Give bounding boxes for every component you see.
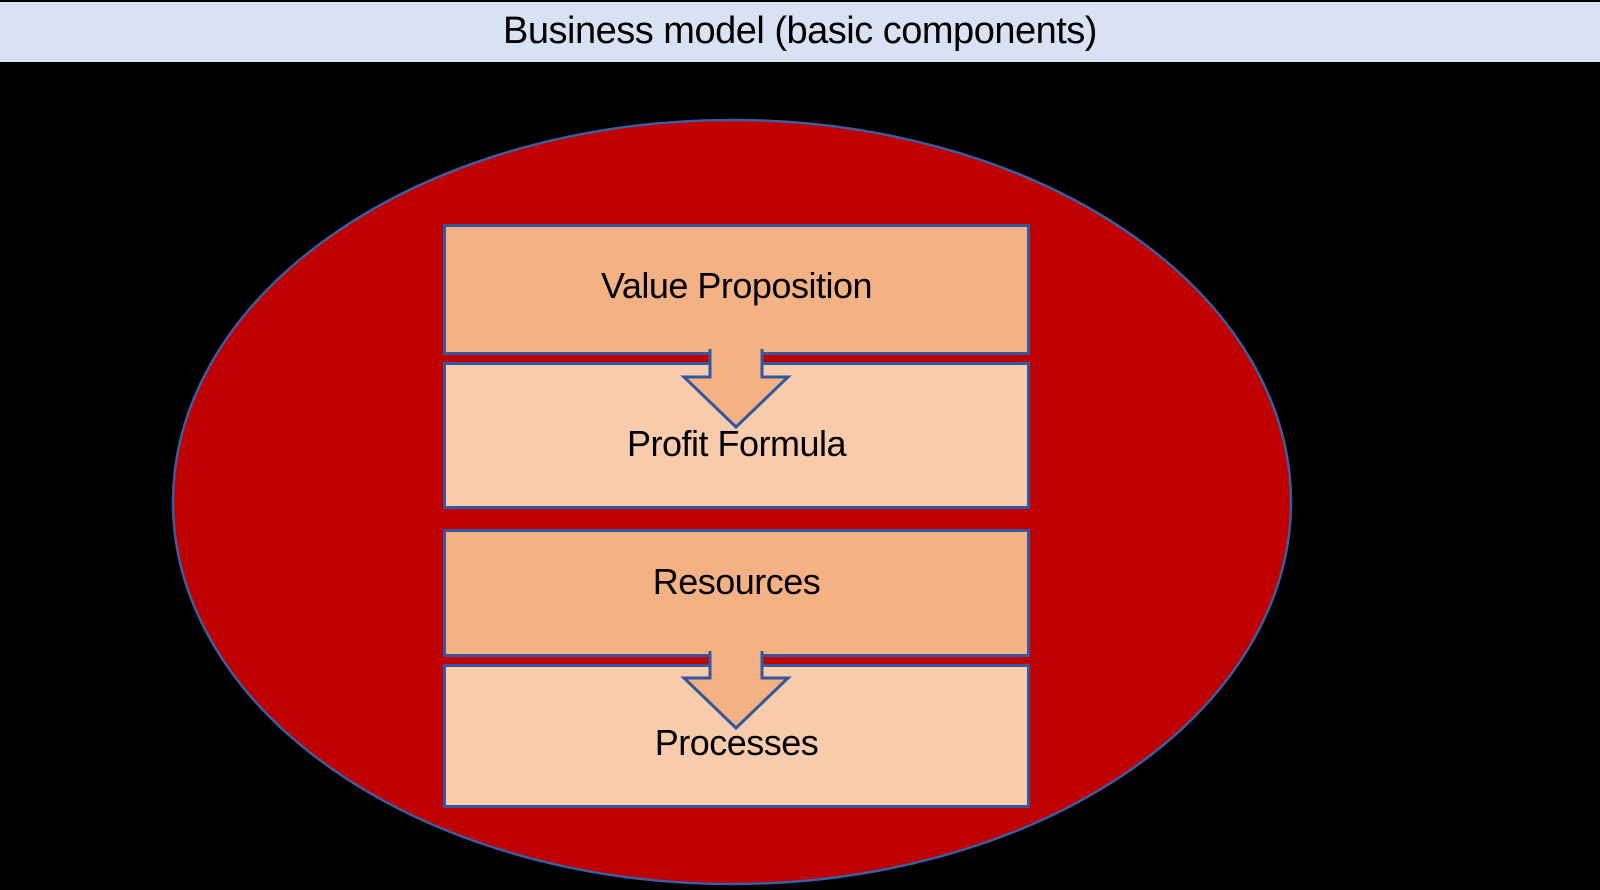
- shape-profit-formula: Profit Formula: [443, 362, 1030, 509]
- title-bar: Business model (basic components): [0, 0, 1600, 62]
- shape-resources: Resources: [443, 529, 1030, 657]
- resources-label: Resources: [652, 561, 821, 603]
- value-proposition-label: Value Proposition: [600, 264, 873, 306]
- profit-formula-label: Profit Formula: [626, 422, 847, 464]
- shape-value-proposition: Value Proposition: [443, 224, 1030, 355]
- processes-label: Processes: [654, 722, 819, 764]
- slide-title: Business model (basic components): [503, 10, 1097, 52]
- shape-processes: Processes: [443, 664, 1030, 808]
